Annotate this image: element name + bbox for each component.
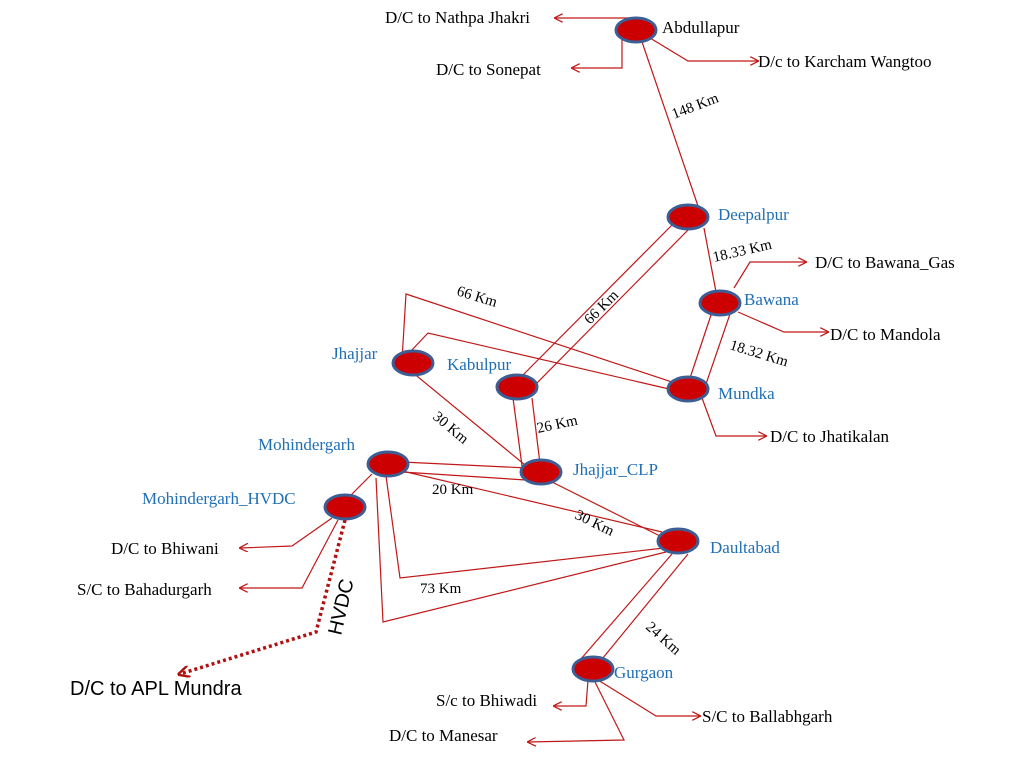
- label-feeder-bawana-gas: D/C to Bawana_Gas: [815, 253, 955, 272]
- node-deepalpur: [666, 203, 710, 231]
- node-labels: Abdullapur Deepalpur Bawana Mundka Jhajj…: [142, 18, 799, 682]
- label-feeder-mandola: D/C to Mandola: [830, 325, 941, 344]
- label-mohindergarh-hvdc: Mohindergarh_HVDC: [142, 489, 296, 508]
- distance-bawana-mundka: 18.32 Km: [728, 338, 790, 371]
- transmission-lines: [349, 35, 731, 665]
- line-mohindergarh-jhajjarclp-a: [401, 461, 529, 469]
- label-gurgaon: Gurgaon: [614, 663, 674, 682]
- line-kabulpur-jhajjarclp-b: [531, 397, 541, 465]
- label-mohindergarh: Mohindergarh: [258, 435, 355, 454]
- line-kabulpur-jhajjarclp-a: [512, 397, 523, 467]
- distance-jhajjar-jhajjarclp: 30 Km: [429, 409, 471, 448]
- arrow-bhiwadi: [554, 679, 589, 706]
- node-jhajjar: [391, 349, 435, 377]
- line-daultabad-gurgaon-b: [597, 553, 689, 665]
- arrow-bawana-gas: [733, 262, 806, 289]
- arrow-sonepat: [572, 40, 623, 68]
- line-jhajjar-mundka-b: [409, 332, 683, 393]
- distance-kabulpur-jhajjarclp: 26 Km: [536, 413, 580, 437]
- label-daultabad: Daultabad: [710, 538, 780, 557]
- line-bawana-mundka-a: [689, 311, 713, 379]
- line-daultabad-gurgaon-a: [579, 553, 673, 661]
- label-feeder-bhiwadi: S/c to Bhiwadi: [436, 691, 537, 710]
- label-jhajjar-clp: Jhajjar_CLP: [573, 460, 658, 479]
- line-deepalpur-kabulpur-b: [533, 227, 691, 387]
- line-deepalpur-kabulpur-a: [519, 221, 676, 379]
- arrow-mandola: [737, 311, 828, 332]
- label-abdullapur: Abdullapur: [662, 18, 740, 37]
- line-jhajjar-jhajjarclp: [411, 371, 537, 475]
- distance-jhajjarclp-daultabad: 30 Km: [572, 507, 616, 540]
- line-abdullapur-deepalpur: [639, 35, 699, 207]
- node-bawana: [698, 289, 742, 317]
- label-feeder-jhatikalan: D/C to Jhatikalan: [770, 427, 889, 446]
- node-mohindergarh-hvdc: [323, 493, 367, 521]
- label-mundka: Mundka: [718, 384, 775, 403]
- node-mundka: [666, 375, 710, 403]
- node-jhajjar-clp: [519, 458, 563, 486]
- line-mohindergarh-daultabad: [397, 469, 663, 533]
- line-jhajjar-mundka-a: [401, 293, 685, 387]
- arrow-manesar: [528, 679, 625, 742]
- label-deepalpur: Deepalpur: [718, 205, 789, 224]
- arrow-ballabhgarh: [597, 679, 700, 716]
- node-kabulpur: [495, 373, 539, 401]
- label-kabulpur: Kabulpur: [447, 355, 512, 374]
- label-feeder-ballabhgarh: S/C to Ballabhgarh: [702, 707, 833, 726]
- line-mohindergarh-daultabad-west-b: [375, 477, 667, 623]
- distance-mohindergarh-daultabad: 73 Km: [420, 581, 462, 597]
- line-mohindergarh-mohindergarhhvdc: [349, 473, 373, 497]
- distance-mohindergarh-jhajjarclp: 20 Km: [432, 482, 474, 498]
- distance-kabulpur-deepalpur: 66 Km: [582, 287, 623, 328]
- arrow-jhatikalan: [701, 397, 766, 436]
- distance-abdullapur-deepalpur: 148 Km: [670, 90, 722, 123]
- distance-daultabad-gurgaon: 24 Km: [642, 619, 684, 659]
- label-feeder-nathpa-jhakri: D/C to Nathpa Jhakri: [385, 8, 530, 27]
- arrow-bahadurgarh: [240, 519, 339, 588]
- hvdc-line-apl-mundra: [180, 519, 347, 674]
- line-bawana-mundka-b: [705, 313, 731, 385]
- line-mohindergarh-jhajjarclp-b: [401, 471, 527, 481]
- node-abdullapur: [614, 16, 658, 44]
- node-mohindergarh: [366, 450, 410, 478]
- arrow-karcham-wangtoo: [649, 37, 758, 61]
- label-bawana: Bawana: [744, 290, 799, 309]
- feeder-arrows: [180, 18, 828, 742]
- arrow-bhiwani: [240, 517, 333, 548]
- label-jhajjar: Jhajjar: [332, 344, 378, 363]
- line-jhajjarclp-daultabad: [551, 481, 669, 541]
- distance-jhajjar-mundka: 66 Km: [455, 284, 499, 311]
- label-feeder-bhiwani: D/C to Bhiwani: [111, 539, 219, 558]
- label-feeder-sonepat: D/C to Sonepat: [436, 60, 541, 79]
- node-daultabad: [656, 527, 700, 555]
- substation-nodes: [323, 16, 742, 683]
- label-feeder-bahadurgarh: S/C to Bahadurgarh: [77, 580, 212, 599]
- line-mohindergarh-daultabad-west-a: [385, 475, 665, 579]
- line-deepalpur-bawana: [703, 227, 717, 293]
- node-gurgaon: [571, 655, 615, 683]
- label-feeder-manesar: D/C to Manesar: [389, 726, 498, 745]
- label-feeder-apl-mundra: D/C to APL Mundra: [70, 678, 242, 700]
- label-feeder-karcham-wangtoo: D/c to Karcham Wangtoo: [758, 52, 931, 71]
